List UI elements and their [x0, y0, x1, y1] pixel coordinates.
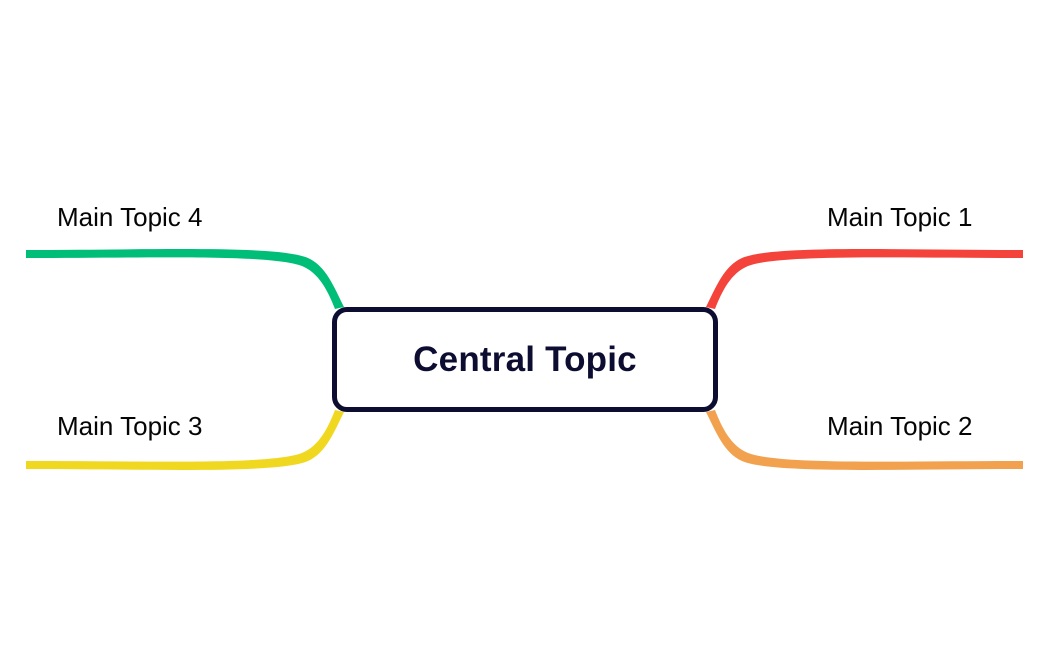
central-topic-label: Central Topic: [413, 340, 637, 379]
central-topic-node[interactable]: Central Topic: [332, 307, 718, 412]
branch-label-main-topic-4[interactable]: Main Topic 4: [57, 202, 203, 232]
branch-connector-1[interactable]: [706, 249, 1023, 309]
branch-connector-4[interactable]: [26, 249, 344, 309]
branch-label-main-topic-1[interactable]: Main Topic 1: [827, 202, 973, 232]
branch-connector-3[interactable]: [26, 410, 344, 470]
branch-label-main-topic-2[interactable]: Main Topic 2: [827, 411, 973, 441]
branch-connector-2[interactable]: [706, 410, 1023, 470]
branch-label-main-topic-3[interactable]: Main Topic 3: [57, 411, 203, 441]
